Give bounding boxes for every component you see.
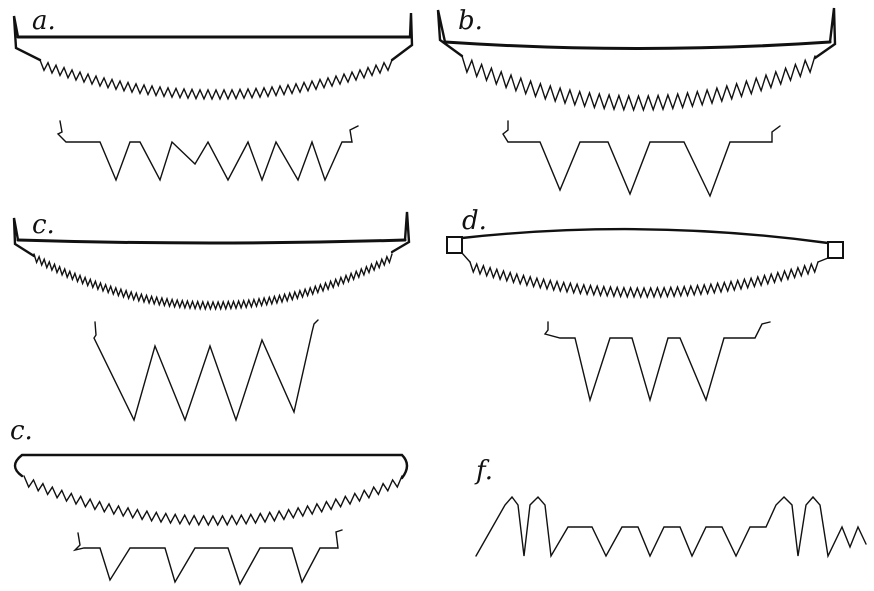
saw-d-right-handle xyxy=(827,241,844,259)
saw-d-left-handle xyxy=(446,236,463,254)
label-d: d. xyxy=(462,206,487,236)
saw-d xyxy=(446,227,844,300)
tooth-detail-c1-profile xyxy=(93,319,319,423)
label-c1: c. xyxy=(32,210,55,240)
label-f: f. xyxy=(476,456,493,486)
tooth-detail-b xyxy=(502,120,781,198)
saw-b-left-horn xyxy=(436,9,464,58)
tooth-detail-c2 xyxy=(72,529,343,586)
tooth-profile-f-line xyxy=(475,495,867,559)
saw-c1-back xyxy=(16,238,407,245)
saw-c2 xyxy=(13,453,409,527)
saw-a-left-horn xyxy=(12,15,42,62)
saw-a-teeth xyxy=(39,59,393,101)
saw-c1-right-horn xyxy=(390,211,411,254)
label-b: b. xyxy=(458,6,483,36)
saw-d-teeth xyxy=(469,261,819,300)
saw-d-left-edge xyxy=(461,252,471,263)
saw-d-right-edge xyxy=(817,257,829,263)
saw-c1 xyxy=(12,211,411,312)
saw-c2-teeth xyxy=(23,475,403,527)
tooth-detail-c1 xyxy=(93,319,319,423)
saw-b xyxy=(436,7,837,113)
saw-b-back xyxy=(443,40,832,50)
saw-b-right-horn xyxy=(813,7,837,60)
saw-a xyxy=(12,12,414,101)
tooth-detail-c2-profile xyxy=(72,529,343,586)
tooth-detail-d xyxy=(543,321,771,403)
label-a: a. xyxy=(32,6,56,36)
saw-c1-teeth xyxy=(33,253,393,312)
tooth-detail-a xyxy=(56,120,359,183)
saw-c2-back xyxy=(13,453,409,480)
tooth-detail-a-profile xyxy=(56,120,359,183)
tooth-detail-d-profile xyxy=(543,321,771,403)
tooth-profile-f xyxy=(475,495,867,559)
label-c2: c. xyxy=(10,416,33,446)
saw-a-right-horn xyxy=(390,12,414,62)
saw-c1-left-horn xyxy=(12,217,36,258)
saw-b-teeth xyxy=(461,55,816,113)
tooth-detail-b-profile xyxy=(502,120,781,198)
saw-d-back xyxy=(460,227,830,245)
